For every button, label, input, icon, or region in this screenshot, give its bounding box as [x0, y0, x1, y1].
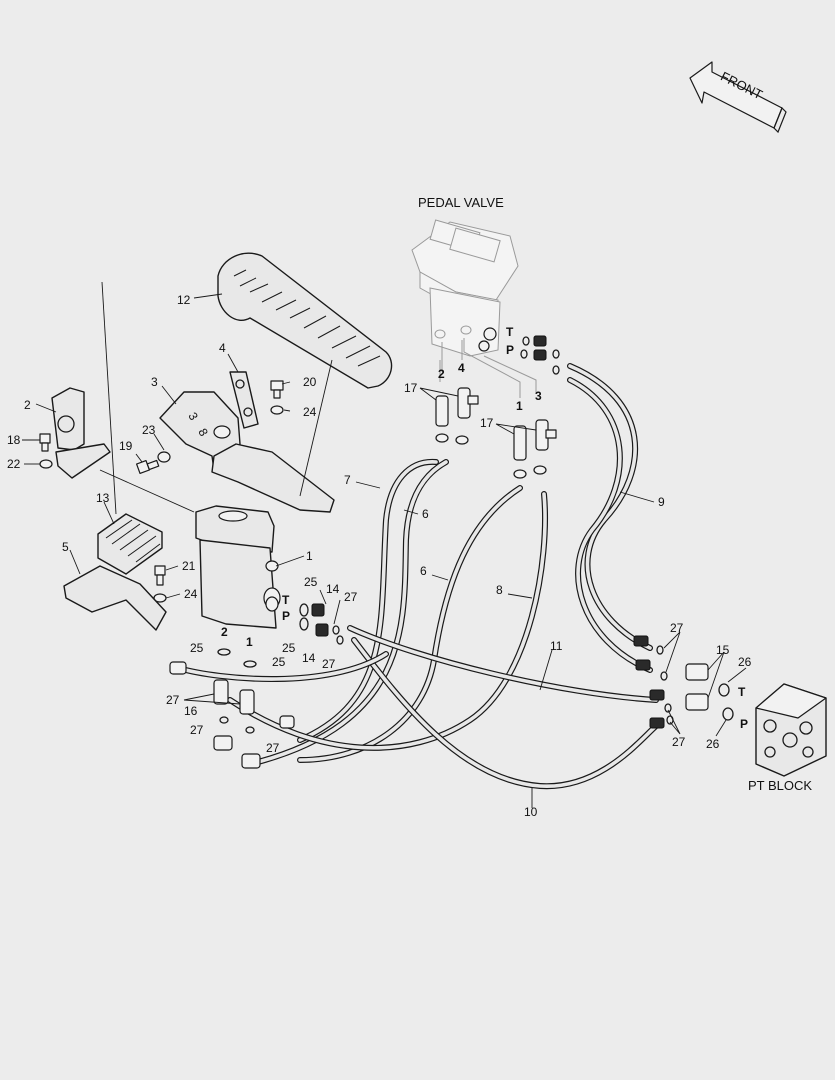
callout-15: 15: [716, 643, 730, 657]
fittings-17: [435, 387, 557, 479]
control-valve-port-p: P: [282, 609, 290, 623]
control-valve-port-2: 2: [221, 625, 228, 639]
callout-24a: 24: [303, 405, 317, 419]
front-arrow-icon: FRONT: [689, 61, 787, 134]
callout-25c: 25: [190, 641, 204, 655]
callout-5: 5: [62, 540, 69, 554]
callout-26a: 26: [738, 655, 752, 669]
pedal-valve-port-3: 3: [535, 389, 542, 403]
washer-23: [157, 451, 171, 463]
callout-17a: 17: [404, 381, 418, 395]
callout-1: 1: [306, 549, 313, 563]
callout-25a: 25: [304, 575, 318, 589]
callout-27g: 27: [672, 735, 686, 749]
callout-17b: 17: [480, 416, 494, 430]
pedal-valve-port-2: 2: [438, 367, 445, 381]
bolt-20: [270, 380, 284, 399]
callout-4: 4: [219, 341, 226, 355]
bolt-18: [39, 433, 51, 452]
callout-10: 10: [524, 805, 538, 819]
callout-22: 22: [7, 457, 21, 471]
callout-27e: 27: [266, 741, 280, 755]
hoses: [175, 363, 659, 790]
pedal-plate-5: [63, 565, 167, 631]
washer-22: [39, 459, 53, 469]
callout-25d: 25: [272, 655, 286, 669]
control-valve-1: [195, 505, 281, 629]
link-plate-4: [229, 371, 259, 429]
pt-block-title: PT BLOCK: [748, 778, 812, 793]
pedal-valve-title: PEDAL VALVE: [418, 195, 504, 210]
pedal-mount-2: [51, 387, 111, 479]
pedal-valve-port-p: P: [506, 343, 514, 357]
callout-14a: 14: [326, 582, 340, 596]
callout-20: 20: [303, 375, 317, 389]
pedal-pad-13: [97, 513, 163, 575]
callout-6b: 6: [420, 564, 427, 578]
control-valve-port-1: 1: [246, 635, 253, 649]
callout-8: 8: [496, 583, 503, 597]
callout-3: 3: [151, 375, 158, 389]
callout-23: 23: [142, 423, 156, 437]
leader-lines: [22, 281, 747, 808]
pedal-valve-port-1: 1: [516, 399, 523, 413]
pt-block-port-t: T: [738, 685, 746, 699]
callout-26b: 26: [706, 737, 720, 751]
callout-13: 13: [96, 491, 110, 505]
callout-27b: 27: [322, 657, 336, 671]
callout-16: 16: [184, 704, 198, 718]
pt-block: [755, 683, 827, 777]
pedal-bracket-3: 3 8: [159, 391, 335, 513]
control-valve-port-t: T: [282, 593, 290, 607]
pedal-valve: [411, 219, 537, 398]
valve-port-fittings: [169, 603, 344, 769]
callout-14b: 14: [302, 651, 316, 665]
callout-27c: 27: [166, 693, 180, 707]
pt-block-fittings: [633, 635, 734, 729]
callout-25b: 25: [282, 641, 296, 655]
pedal-pad-12: [217, 252, 393, 389]
callout-9: 9: [658, 495, 665, 509]
callout-27a: 27: [344, 590, 358, 604]
callout-2: 2: [24, 398, 31, 412]
callout-11: 11: [550, 639, 563, 653]
pedal-valve-port-t: T: [506, 325, 514, 339]
callout-21: 21: [182, 559, 196, 573]
bolt-19: [135, 459, 160, 475]
pedal-valve-tp-fittings: [520, 335, 560, 375]
callout-19: 19: [119, 439, 133, 453]
callout-27d: 27: [190, 723, 204, 737]
callout-24b: 24: [184, 587, 198, 601]
callout-12: 12: [177, 293, 191, 307]
pedal-valve-port-4: 4: [458, 361, 465, 375]
callout-7: 7: [344, 473, 351, 487]
washer-24a: [270, 405, 284, 415]
bolt-21: [154, 565, 166, 586]
pt-block-port-p: P: [740, 717, 748, 731]
port-labels: 2 4 1 3 T P T P 2 1 T P: [221, 325, 748, 731]
callout-labels: 12 4 3 20 24 2 23 18 19 22 13 5 21 24 1 …: [7, 293, 752, 819]
callout-18: 18: [7, 433, 21, 447]
callout-27f: 27: [670, 621, 684, 635]
callout-6a: 6: [422, 507, 429, 521]
